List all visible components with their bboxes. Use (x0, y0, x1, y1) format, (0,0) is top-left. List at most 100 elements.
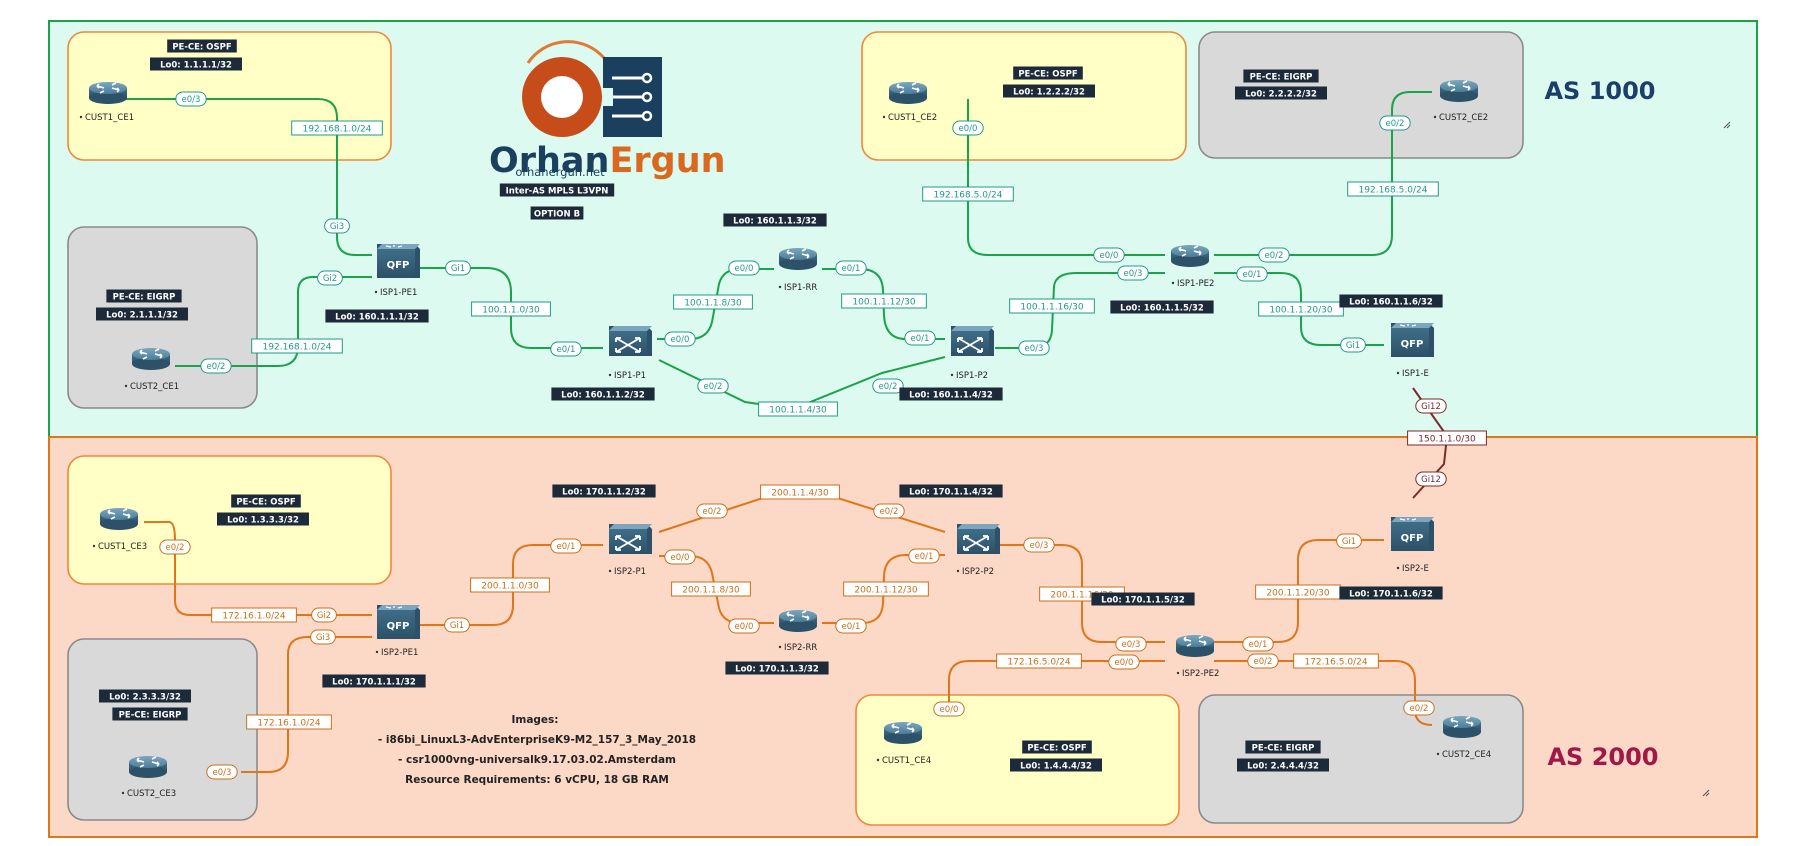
isp1-pe2-device[interactable]: ISP1-PE2 (1170, 244, 1214, 289)
interface-label: e0/0 (671, 553, 690, 563)
device-name: CUST2_CE1 (130, 382, 179, 392)
device-name: CUST2_CE4 (1442, 750, 1491, 760)
subnet-label: 172.16.5.0/24 (1007, 657, 1070, 667)
loopback-tag: Lo0: 170.1.1.5/32 (1091, 592, 1195, 606)
resize-grip-icon[interactable] (1702, 789, 1710, 797)
interface-label: e0/0 (735, 264, 754, 274)
cust1-ce2-device[interactable]: CUST1_CE2 (882, 81, 937, 123)
subnet-tag: 100.1.1.4/30 (758, 401, 838, 417)
tag-label: Lo0: 1.2.2.2/32 (1013, 87, 1085, 97)
device-name: ISP2-RR (784, 643, 817, 653)
images-line1: - i86bi_LinuxL3-AdvEnterpriseK9-M2_157_3… (378, 734, 696, 746)
link-1[interactable] (175, 276, 372, 367)
interface-tag: e0/2 (697, 378, 729, 394)
subnet-tag: 100.1.1.8/30 (673, 294, 753, 310)
cust2-ce4-device[interactable]: CUST2_CE4 (1436, 715, 1491, 760)
cust2-ce1-device[interactable]: CUST2_CE1 (124, 347, 179, 392)
interface-tag: e0/2 (1258, 247, 1290, 263)
interface-label: e0/2 (207, 362, 226, 372)
interface-tag: e0/3 (1023, 537, 1055, 553)
isp2-p1-device[interactable]: ISP2-P1 (608, 523, 653, 577)
interface-label: e0/0 (671, 335, 690, 345)
loopback-tag: Lo0: 1.2.2.2/32 (1003, 84, 1095, 98)
tag-label: Lo0: 160.1.1.3/32 (733, 216, 817, 226)
loopback-tag: Lo0: 2.4.4.4/32 (1237, 758, 1329, 772)
interface-tag: Gi2 (317, 270, 343, 286)
cust2-ce2-device[interactable]: CUST2_CE2 (1433, 79, 1488, 123)
interface-label: e0/0 (959, 124, 978, 134)
interface-tag: e0/1 (1242, 636, 1274, 652)
tag-label: Lo0: 170.1.1.5/32 (1101, 595, 1185, 605)
loopback-tag: PE-CE: EIGRP (1243, 69, 1319, 83)
mpls-switch-icon (950, 325, 995, 357)
subnet-tag: 100.1.1.20/30 (1258, 301, 1344, 317)
subnet-label: 192.168.5.0/24 (1359, 185, 1428, 195)
interface-tag: e0/2 (696, 503, 728, 519)
isp1-p1-device[interactable]: ISP1-P1 (608, 325, 653, 381)
tag-label: Lo0: 2.2.2.2/32 (1245, 89, 1317, 99)
interface-label: e0/3 (182, 95, 201, 105)
subnet-tag: 150.1.1.0/30 (1407, 430, 1487, 446)
loopback-tag: PE-CE: OSPF (1013, 66, 1083, 80)
interface-tag: Gi2 (311, 607, 337, 623)
mpls-switch-icon (608, 523, 653, 555)
isp1-p2-device[interactable]: ISP1-P2 (950, 325, 995, 381)
interface-label: Gi12 (1421, 402, 1441, 412)
interface-label: Gi3 (330, 222, 344, 232)
interface-tag: e0/1 (1236, 266, 1268, 282)
cust2-ce4-site (1198, 694, 1524, 824)
tag-label: Lo0: 2.1.1.1/32 (106, 310, 178, 320)
subnet-label: 150.1.1.0/30 (1418, 434, 1476, 444)
cust2-ce3-device[interactable]: CUST2_CE3 (121, 755, 176, 799)
interface-label: e0/1 (557, 345, 576, 355)
loopback-tag: Lo0: 1.3.3.3/32 (217, 512, 309, 526)
link-12[interactable] (241, 636, 372, 773)
loopback-tag: PE-CE: OSPF (167, 39, 237, 53)
logo-wordmark: OrhanErgun (489, 141, 726, 181)
link-0[interactable] (120, 98, 372, 256)
cust1-ce1-device[interactable]: CUST1_CE1 (79, 81, 134, 123)
interface-label: e0/1 (557, 542, 576, 552)
interface-label: e0/2 (704, 382, 723, 392)
interface-label: Gi12 (1421, 475, 1441, 485)
subnet-label: 100.1.1.8/30 (684, 298, 742, 308)
interface-tag: e0/2 (873, 503, 905, 519)
loopback-tag: PE-CE: OSPF (1022, 740, 1092, 754)
router-icon (778, 247, 818, 271)
loopback-tag: Lo0: 170.1.1.6/32 (1339, 586, 1443, 600)
isp2-p2-device[interactable]: ISP2-P2 (956, 523, 1001, 577)
link-8[interactable] (1214, 91, 1432, 256)
interface-label: e0/0 (1115, 658, 1134, 668)
cust1-ce3-device[interactable]: CUST1_CE3 (92, 507, 147, 552)
link-20[interactable] (1214, 660, 1433, 726)
tag-label: PE-CE: EIGRP (113, 292, 176, 302)
router-icon (1170, 244, 1210, 268)
interface-label: e0/2 (879, 382, 898, 392)
link-7[interactable] (966, 98, 1165, 256)
subnet-label: 200.1.1.0/30 (481, 581, 539, 591)
link-19[interactable] (948, 660, 1165, 706)
resize-grip-icon[interactable] (1723, 121, 1731, 129)
interface-tag: e0/2 (1379, 115, 1411, 131)
interface-tag: e0/2 (1403, 700, 1435, 716)
device-name: ISP2-P2 (962, 567, 994, 577)
isp2-pe2-device[interactable]: ISP2-PE2 (1175, 634, 1219, 679)
link-11[interactable] (144, 521, 372, 616)
cust1-ce4-device[interactable]: CUST1_CE4 (876, 721, 931, 766)
device-name: ISP1-RR (784, 283, 817, 293)
interface-tag: e0/3 (175, 91, 207, 107)
subnet-tag: 192.168.5.0/24 (1347, 181, 1439, 197)
subnet-tag: 172.16.5.0/24 (1293, 653, 1379, 669)
interface-label: e0/0 (1100, 251, 1119, 261)
device-name: ISP1-PE1 (380, 288, 417, 298)
tag-label: Lo0: 160.1.1.1/32 (335, 312, 419, 322)
isp2-rr-device[interactable]: ISP2-RR (778, 609, 818, 653)
interface-label: e0/1 (842, 264, 861, 274)
isp1-rr-device[interactable]: ISP1-RR (778, 247, 818, 293)
interface-label: e0/2 (1265, 251, 1284, 261)
loopback-tag: PE-CE: EIGRP (1245, 740, 1321, 754)
